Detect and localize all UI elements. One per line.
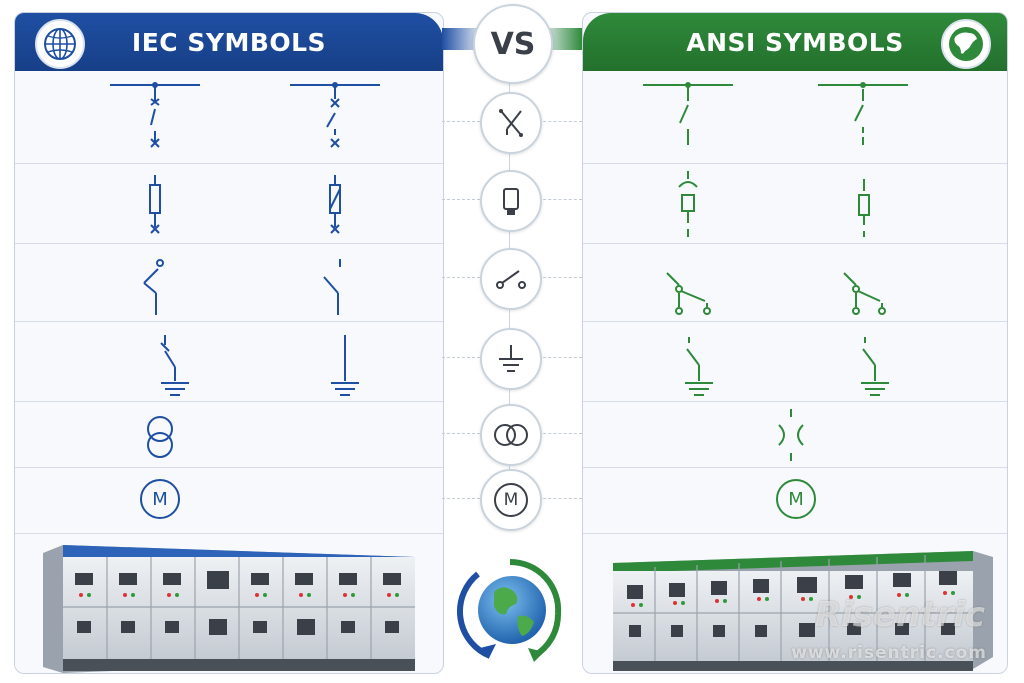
ansi-header: ANSI SYMBOLS: [583, 13, 1007, 71]
row-divider: [583, 163, 1007, 164]
connector-dash: [538, 277, 582, 278]
iec-disconnector-symbol: [143, 259, 164, 315]
ansi-panel: ANSI SYMBOLS: [582, 12, 1008, 674]
ansi-fuse-symbol: [678, 171, 698, 237]
iec-header: IEC SYMBOLS: [15, 13, 443, 71]
connector-dash: [442, 498, 480, 499]
north-america-icon: [941, 19, 991, 69]
center-motor-label: M: [503, 490, 519, 510]
connector-dash: [442, 357, 480, 358]
connector-dash: [442, 121, 480, 122]
iec-circuit-breaker-symbol: [110, 82, 200, 148]
connector-dash: [442, 433, 480, 434]
ground-icon: [480, 328, 542, 390]
iec-transformer-symbol: [147, 416, 173, 458]
connector-dash: [538, 199, 582, 200]
ansi-fuse-alt-symbol: [858, 179, 870, 237]
ansi-disconnector-symbol: [666, 272, 711, 315]
fuse-icon: [480, 170, 542, 232]
connector-dash: [538, 121, 582, 122]
iec-earthing-switch-symbol: [160, 335, 189, 396]
row-divider: [15, 533, 443, 534]
vs-badge: VS: [473, 4, 553, 84]
row-divider: [583, 467, 1007, 468]
iec-motor-label: M: [152, 488, 168, 510]
globe-icon: [35, 19, 85, 69]
ansi-motor-label: M: [788, 488, 804, 510]
connector-dash: [442, 277, 480, 278]
connector-dash: [538, 433, 582, 434]
row-divider: [15, 401, 443, 402]
switch-icon: [480, 248, 542, 310]
connector-dash: [442, 199, 480, 200]
ansi-ground-symbol: [861, 337, 889, 396]
row-divider: [15, 243, 443, 244]
row-divider: [583, 533, 1007, 534]
iec-fuse-symbol: [149, 175, 161, 234]
connector-dash: [538, 357, 582, 358]
iec-circuit-breaker-alt-symbol: [290, 82, 380, 148]
circuit-breaker-icon: [480, 92, 542, 154]
iec-load-break-switch-symbol: [323, 259, 341, 315]
iec-motor-symbol: M: [140, 479, 180, 519]
ansi-switchgear-image: [613, 551, 993, 671]
vs-label: VS: [490, 26, 536, 62]
ansi-transformer-symbol: [778, 409, 804, 461]
row-divider: [15, 163, 443, 164]
vs-band-left: [442, 28, 482, 50]
ansi-load-break-switch-symbol: [843, 272, 886, 315]
iec-panel: IEC SYMBOLS: [14, 12, 444, 674]
connector-dash: [538, 498, 582, 499]
iec-ground-symbol: [331, 335, 359, 396]
ansi-circuit-breaker-symbol: [643, 82, 733, 145]
url-watermark: www.risentric.com: [791, 643, 987, 663]
ansi-motor-symbol: M: [776, 479, 816, 519]
row-divider: [15, 321, 443, 322]
center-comparison-column: VS: [442, 0, 582, 683]
iec-switchgear-image: [43, 545, 415, 673]
row-divider: [15, 467, 443, 468]
row-divider: [583, 321, 1007, 322]
brand-watermark: Risentric: [814, 595, 985, 635]
transformer-icon: [480, 404, 542, 466]
iec-fuse-switch-symbol: [329, 175, 341, 234]
iec-title: IEC SYMBOLS: [131, 27, 327, 57]
row-divider: [583, 401, 1007, 402]
ansi-earthing-switch-symbol: [685, 337, 713, 396]
motor-icon: M: [480, 469, 542, 531]
ansi-circuit-breaker-alt-symbol: [818, 82, 908, 145]
globe-cycle-icon: [456, 558, 562, 662]
row-divider: [583, 243, 1007, 244]
ansi-title: ANSI SYMBOLS: [686, 27, 904, 57]
